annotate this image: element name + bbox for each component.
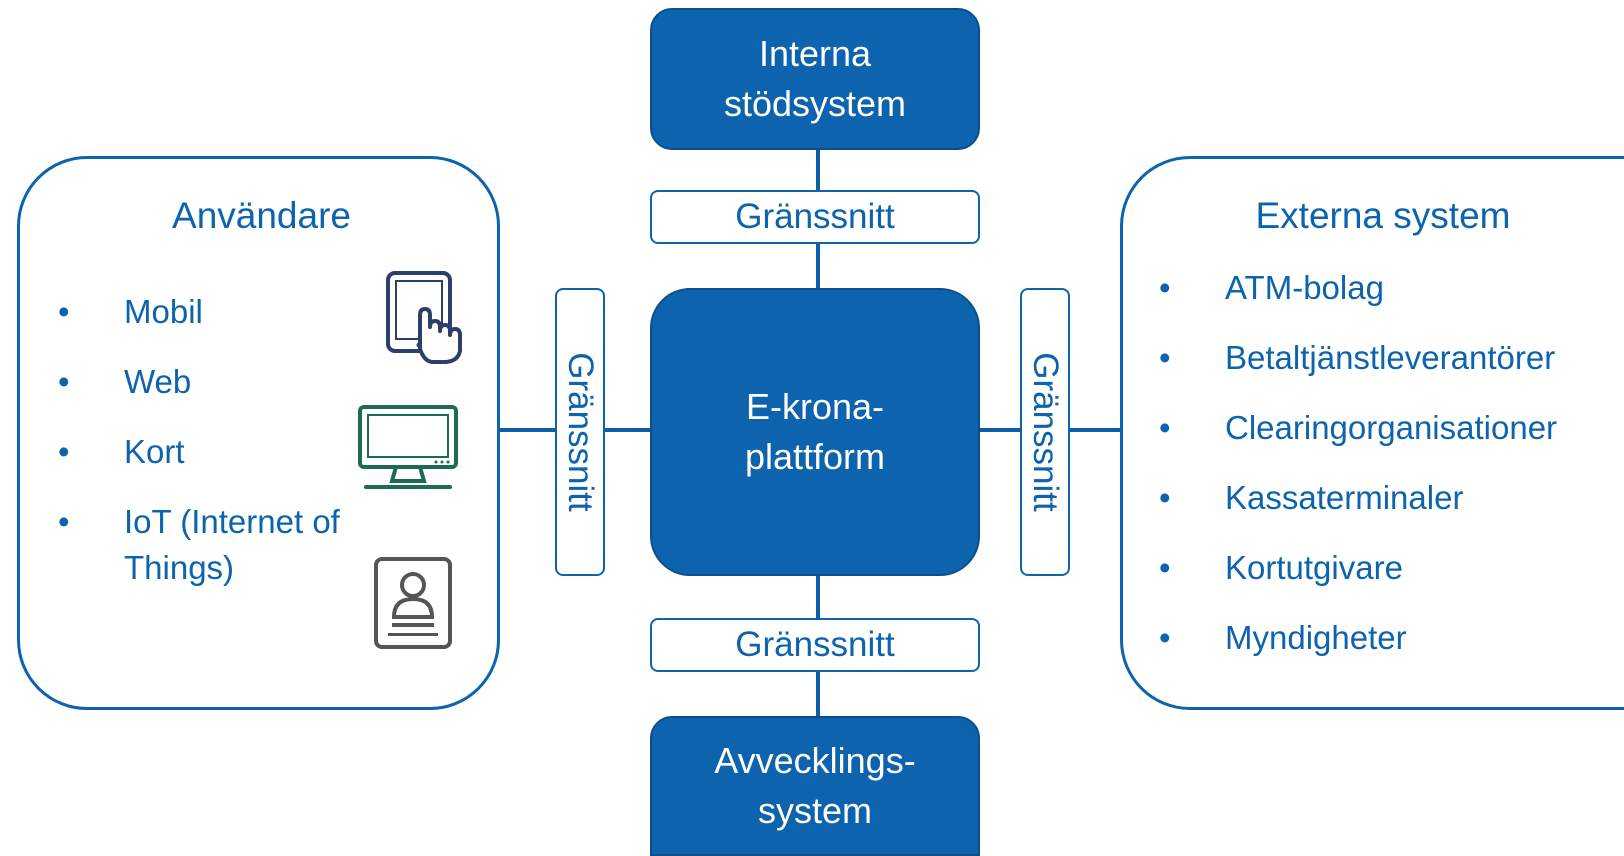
interface-left: Gränssnitt [555, 288, 605, 576]
list-item: ATM-bolag [1159, 265, 1624, 335]
interface-left-label: Gränssnitt [561, 352, 600, 512]
settlement-system-box: Avvecklings- system [650, 716, 980, 856]
external-panel-title: Externa system [1255, 195, 1511, 236]
external-systems-panel: Externa system ATM-bolag Betaltjänstleve… [1120, 156, 1624, 710]
users-list: Mobil Web Kort IoT (Internet of Things) [58, 289, 358, 591]
users-panel-title: Användare [172, 195, 351, 236]
tablet-touch-icon [386, 271, 462, 364]
interface-top-label: Gränssnitt [735, 197, 895, 236]
interface-bottom: Gränssnitt [650, 618, 980, 672]
interface-bottom-label: Gränssnitt [735, 625, 895, 664]
id-card-icon [374, 557, 452, 649]
desktop-computer-icon [358, 405, 458, 489]
list-item: Betaltjänstleverantörer [1159, 335, 1624, 405]
internal-support-systems-box: Interna stödsystem [650, 8, 980, 150]
top-box-line1: Interna [758, 33, 872, 74]
top-box-line2: stödsystem [723, 83, 907, 124]
users-panel: Användare Mobil Web Kort IoT (Internet o… [17, 156, 500, 710]
list-item: Mobil [58, 289, 358, 359]
center-box-line1: E-krona- [745, 386, 885, 427]
bottom-box-line2: system [757, 790, 872, 831]
interface-right-label: Gränssnitt [1026, 352, 1065, 512]
list-item: Web [58, 359, 358, 429]
list-item: Myndigheter [1159, 615, 1624, 685]
center-box-line2: plattform [744, 436, 886, 477]
external-systems-list: ATM-bolag Betaltjänstleverantörer Cleari… [1159, 265, 1624, 685]
list-item: Kortutgivare [1159, 545, 1624, 615]
list-item: Kort [58, 429, 358, 499]
list-item: Clearingorganisationer [1159, 405, 1624, 475]
list-item: Kassaterminaler [1159, 475, 1624, 545]
list-item: IoT (Internet of Things) [58, 499, 358, 591]
e-krona-platform-box: E-krona- plattform [650, 288, 980, 576]
bottom-box-line1: Avvecklings- [714, 740, 916, 781]
interface-right: Gränssnitt [1020, 288, 1070, 576]
interface-top: Gränssnitt [650, 190, 980, 244]
